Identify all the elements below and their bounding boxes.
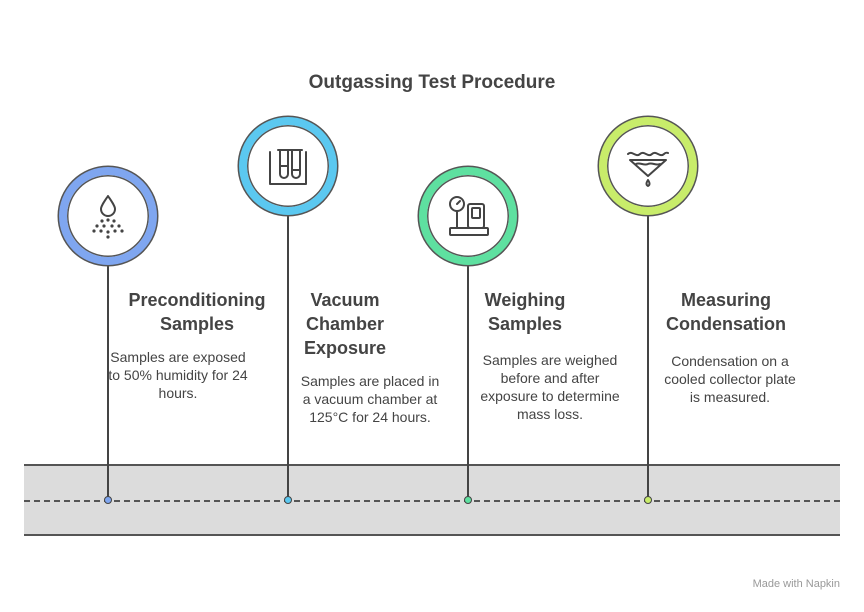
step-1-stem	[107, 262, 109, 499]
step-4-circle	[599, 117, 697, 215]
step-4-heading: Measuring Condensation	[641, 288, 811, 336]
step-4-marker	[644, 496, 652, 504]
step-4-heading-line: Measuring	[680, 290, 772, 310]
step-1-heading-line: Samples	[159, 314, 235, 334]
step-3-circle	[419, 167, 517, 265]
step-3-heading-line: Samples	[487, 314, 563, 334]
water-drop-icon	[92, 195, 124, 239]
step-2-description: Samples are placed in a vacuum chamber a…	[300, 373, 440, 425]
step-1-description: Samples are exposed to 50% humidity for …	[108, 349, 248, 401]
step-2-marker	[284, 496, 292, 504]
step-2-circle	[239, 117, 337, 215]
step-3-stem	[467, 262, 469, 499]
diagram-title: Outgassing Test Procedure	[308, 72, 556, 93]
step-2-heading-line: Exposure	[303, 338, 387, 358]
step-3-description: Samples are weighed before and after exp…	[480, 352, 620, 422]
step-1-heading: Preconditioning Samples	[112, 288, 282, 336]
step-4-description: Condensation on a cooled collector plate…	[664, 353, 796, 405]
step-1-heading-line: Preconditioning	[128, 290, 266, 310]
step-3-heading: Weighing Samples	[440, 288, 610, 336]
timeline-dashed-line	[24, 500, 840, 502]
step-3-heading-line: Weighing	[484, 290, 566, 310]
watermark-text: Made with Napkin	[752, 578, 840, 590]
step-4-heading-line: Condensation	[666, 314, 786, 334]
condensation-icon	[627, 151, 669, 187]
step-2-heading: Vacuum Chamber Exposure	[260, 288, 430, 360]
timeline-road	[24, 464, 840, 536]
step-2-heading-line: Chamber	[305, 314, 385, 334]
scale-icon	[449, 196, 489, 236]
step-4-stem	[647, 212, 649, 499]
made-with-napkin-watermark[interactable]: Made with Napkin	[753, 578, 840, 590]
step-2-stem	[287, 212, 289, 499]
step-2-heading-line: Vacuum	[310, 290, 380, 310]
step-3-marker	[464, 496, 472, 504]
step-1-circle	[59, 167, 157, 265]
step-1-marker	[104, 496, 112, 504]
test-tubes-icon	[269, 149, 307, 185]
